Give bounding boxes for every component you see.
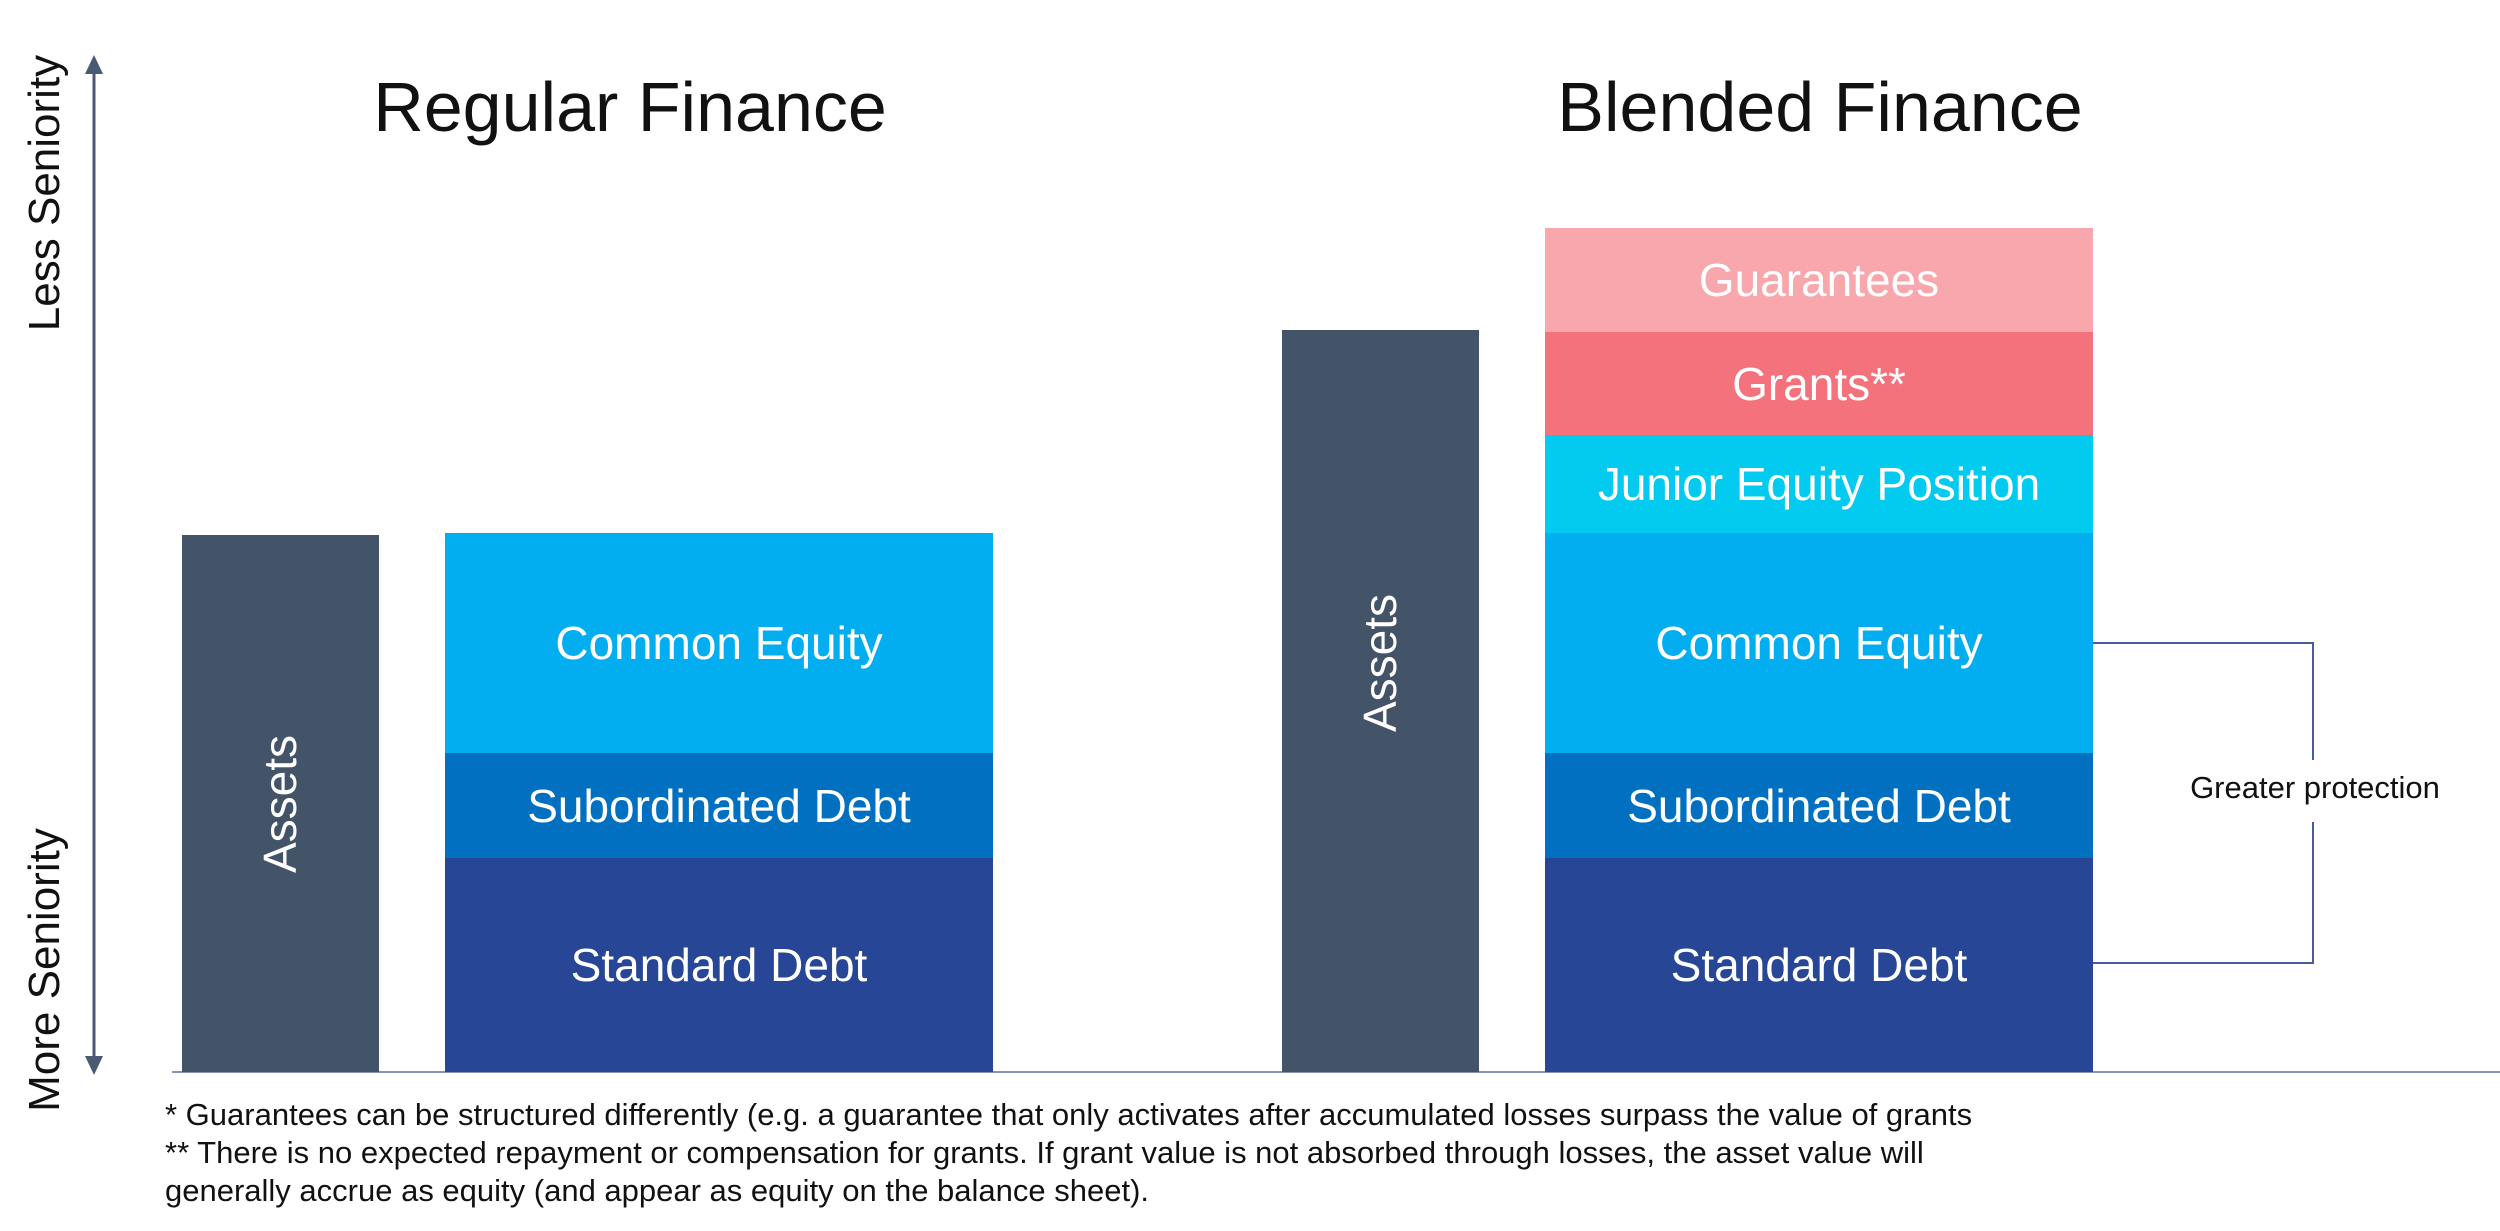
blended-assets-bar: Assets [1282,330,1479,1072]
blended-grants-label: Grants** [1732,357,1906,410]
less-seniority-label: Less Seniority [20,54,69,332]
blended-junior-equity: Junior Equity Position [1545,435,2093,533]
blended-standard-debt: Standard Debt [1545,858,2093,1072]
blended-assets-label: Assets [1354,593,1407,733]
regular-subordinated-debt: Subordinated Debt [445,753,993,858]
regular-assets-bar: Assets [182,535,379,1072]
regular-standard-debt-label: Standard Debt [570,939,868,991]
blended-common-equity: Common Equity [1545,533,2093,753]
regular-finance-title: Regular Finance [373,68,887,146]
footnote-grants: ** There is no expected repayment or com… [165,1135,1924,1170]
more-seniority-label: More Seniority [20,828,69,1112]
arrow-down-icon [85,1056,103,1075]
regular-standard-debt: Standard Debt [445,858,993,1072]
regular-common-equity-label: Common Equity [555,617,883,669]
footnote-grants-continued: generally accrue as equity (and appear a… [165,1173,1150,1208]
regular-subordinated-debt-label: Subordinated Debt [527,779,911,832]
regular-common-equity: Common Equity [445,533,993,753]
blended-junior-equity-label: Junior Equity Position [1597,458,2041,510]
arrow-up-icon [85,55,103,74]
blended-subordinated-debt: Subordinated Debt [1545,753,2093,858]
blended-common-equity-label: Common Equity [1655,617,1983,669]
protection-bracket-lower [2093,822,2314,964]
blended-guarantees: Guarantees [1545,228,2093,332]
blended-subordinated-debt-label: Subordinated Debt [1627,779,2011,832]
greater-protection-label: Greater protection [2190,770,2440,805]
blended-guarantees-label: Guarantees [1698,254,1940,306]
footnote-guarantees: * Guarantees can be structured different… [165,1097,1973,1132]
protection-bracket [2093,642,2314,760]
blended-finance-title: Blended Finance [1557,68,2083,146]
regular-assets-label: Assets [254,734,307,873]
blended-grants: Grants** [1545,332,2093,435]
blended-standard-debt-label: Standard Debt [1670,939,1968,991]
